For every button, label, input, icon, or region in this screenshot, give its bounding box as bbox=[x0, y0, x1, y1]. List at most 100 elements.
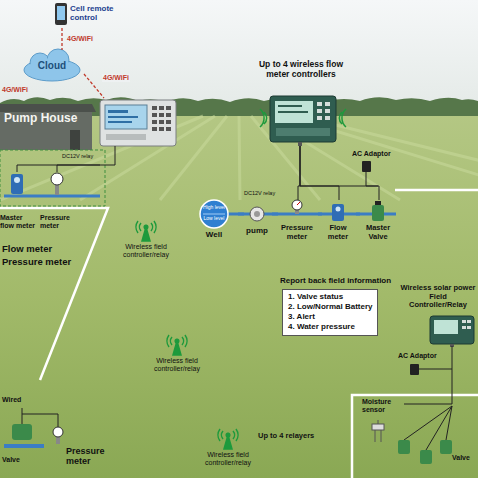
wired-valves-part bbox=[53, 427, 63, 437]
relay-icon-part bbox=[182, 337, 184, 345]
field-boundaries-part bbox=[0, 208, 108, 380]
flow-meter-controller-part-part bbox=[317, 109, 322, 113]
node-text: Master Valve bbox=[360, 224, 396, 241]
ac-adaptor-right-part bbox=[410, 364, 419, 375]
well-node: High levelLow levelWell bbox=[192, 200, 238, 242]
relay-icon-part bbox=[226, 433, 230, 437]
flow-meter-controller-part-part bbox=[317, 102, 322, 106]
relay-icon bbox=[136, 221, 156, 241]
flow-meter-controller-part bbox=[278, 105, 302, 107]
field-label: Up to 4 relayers bbox=[258, 432, 314, 441]
main-controller-part-part bbox=[159, 106, 164, 110]
phone-node: Cell remote control bbox=[52, 2, 130, 28]
field-label: Master flow meter bbox=[0, 214, 36, 230]
moisture-probe bbox=[372, 420, 384, 442]
field-label: DC12V relay bbox=[62, 153, 93, 159]
flow-meter-controller-part bbox=[298, 142, 302, 146]
node-text: Up to 4 wireless flow meter controllers bbox=[258, 60, 344, 80]
node-text: Moisture sensor bbox=[362, 398, 402, 414]
relay-icon bbox=[218, 429, 238, 449]
well-icon-part bbox=[203, 214, 225, 215]
ac-adaptor-top-part bbox=[366, 172, 378, 186]
field-label: Pressure meter bbox=[2, 257, 71, 268]
node-text: Wireless solar power Field Controller/Re… bbox=[400, 284, 476, 310]
main-controller-part bbox=[108, 110, 128, 113]
field-boundaries-part bbox=[352, 395, 478, 478]
pump-house-meters-part bbox=[11, 174, 23, 194]
pump-house-building bbox=[0, 104, 96, 150]
pump-house-meters-part bbox=[4, 195, 100, 198]
wired-valves-part bbox=[4, 444, 44, 448]
main-controller-part bbox=[108, 116, 138, 118]
node-text: Cloud bbox=[22, 60, 82, 72]
wired-valves bbox=[4, 408, 63, 448]
main-controller-part-part bbox=[152, 106, 157, 110]
node-text: Low level bbox=[196, 216, 232, 222]
sky bbox=[0, 0, 478, 118]
relay-icon-part bbox=[167, 335, 169, 347]
master-valve-icon-part bbox=[372, 205, 384, 221]
node-text: Cell remote control bbox=[70, 4, 128, 22]
flow-meter-controller bbox=[260, 96, 346, 146]
list-item: 3. Alert bbox=[288, 312, 372, 322]
solar-controller-part-part bbox=[462, 326, 466, 329]
solar-controller-node: Wireless solar power Field Controller/Re… bbox=[400, 284, 476, 346]
valve-node: Master Valve bbox=[360, 200, 398, 246]
sensor-node: Moisture sensor bbox=[362, 398, 404, 420]
field-valves-part bbox=[440, 440, 452, 454]
moisture-probe-part bbox=[375, 420, 381, 442]
field-valves bbox=[398, 406, 452, 464]
wireless-link bbox=[84, 74, 104, 98]
water-pipe bbox=[356, 213, 360, 216]
solar-controller-part bbox=[462, 320, 471, 329]
flow-meter-icon bbox=[332, 204, 344, 221]
field-label: Wired bbox=[2, 396, 21, 404]
flow-meter-controller-part bbox=[339, 109, 346, 127]
relay-icon-part bbox=[151, 223, 153, 231]
field-label: Flow meter bbox=[2, 244, 52, 255]
pump-house-building-part bbox=[0, 104, 96, 112]
flow-meter-controller-part bbox=[275, 101, 313, 123]
list-item: 1. Valve status bbox=[288, 292, 372, 302]
crop-rows-part bbox=[239, 116, 240, 200]
main-controller-part-part bbox=[152, 113, 157, 117]
field-boundaries bbox=[0, 190, 478, 478]
pump-house-building-part bbox=[70, 130, 80, 150]
solar-controller bbox=[430, 316, 474, 347]
pressure-meter-icon bbox=[292, 200, 302, 214]
field-valves-part bbox=[398, 440, 410, 454]
solar-controller-part-part bbox=[467, 320, 471, 323]
relay-icon-part bbox=[218, 429, 220, 441]
main-controller bbox=[100, 100, 176, 146]
flow-meter-controller-part bbox=[317, 102, 330, 120]
flow-meter-controller-part bbox=[276, 128, 330, 136]
pump-node: pump bbox=[244, 204, 272, 242]
relay-icon-part bbox=[175, 339, 179, 343]
field-boundaries-part bbox=[395, 189, 478, 192]
relay-icon-part bbox=[221, 431, 223, 439]
ac-adaptor-top bbox=[362, 161, 378, 186]
main-controller-part-part bbox=[166, 113, 171, 117]
wireless-link bbox=[61, 28, 62, 50]
flow-meter-controller-part bbox=[278, 111, 308, 113]
node-text: Report back field information bbox=[280, 276, 392, 285]
master-valve-icon bbox=[372, 201, 384, 221]
main-controller-part-part bbox=[152, 120, 157, 124]
pump-house-node: Pump House bbox=[0, 98, 180, 150]
edge-label: 4G/WiFi bbox=[66, 35, 94, 43]
flow-meter-controller-part-part bbox=[325, 109, 330, 113]
main-controller-part-part bbox=[159, 120, 164, 124]
field-label: Valve bbox=[2, 456, 20, 464]
water-pipe bbox=[272, 213, 278, 216]
main-controller-part bbox=[152, 106, 171, 131]
phone-icon-part bbox=[57, 6, 65, 20]
pressure-meter-icon-part bbox=[292, 200, 302, 210]
field-valves-part bbox=[420, 450, 432, 464]
field-label: Pressure meter bbox=[66, 446, 110, 467]
solar-controller-part bbox=[434, 320, 458, 334]
control-wire bbox=[300, 146, 339, 200]
main-controller-part-part bbox=[159, 127, 164, 131]
master-valve-icon-part bbox=[375, 201, 381, 205]
